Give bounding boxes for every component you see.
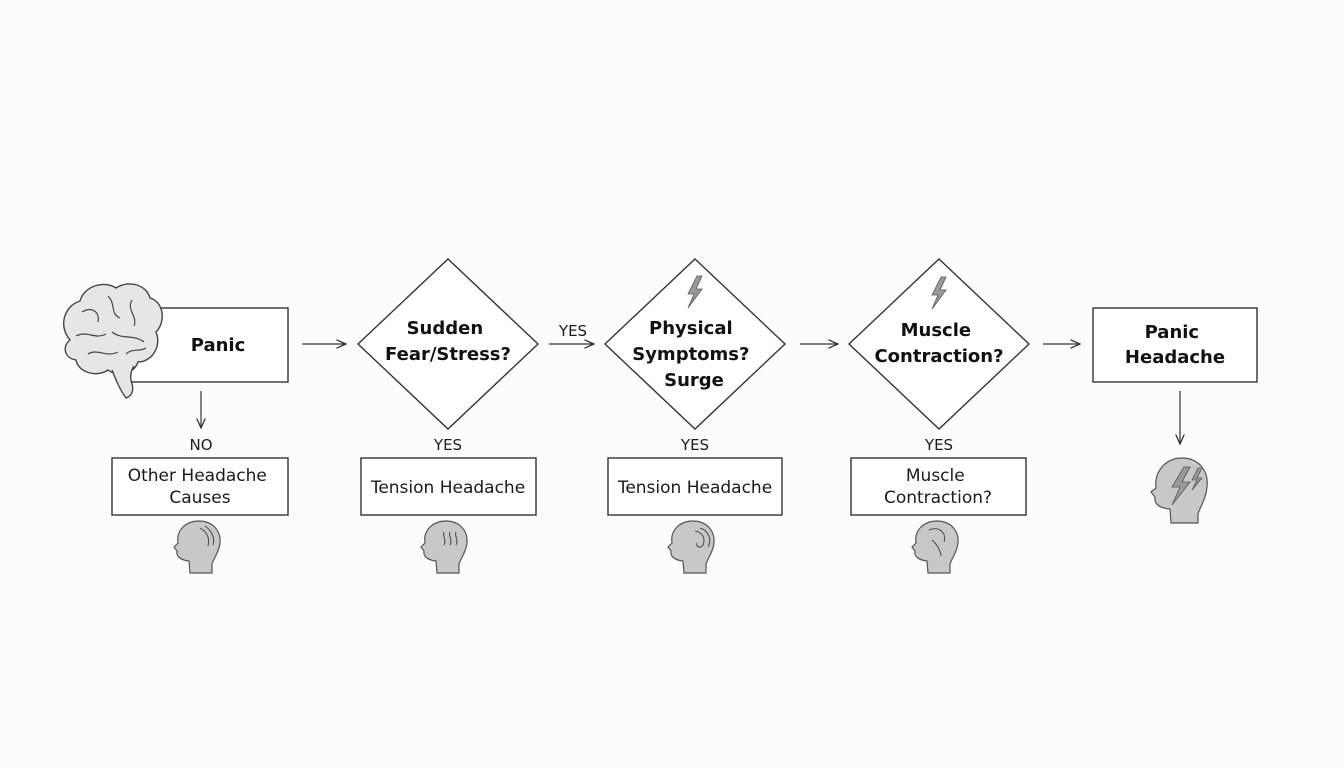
decision-muscle-contraction: [847, 258, 1031, 430]
head-icon: [911, 520, 959, 574]
outcome4-label: Muscle Contraction?: [884, 466, 992, 508]
end-label: Panic Headache: [1125, 322, 1225, 368]
outcome3-label: Tension Headache: [617, 478, 772, 498]
head-icon: [420, 520, 468, 574]
edge-label-yes: YES: [680, 436, 709, 454]
start-label: Panic: [191, 335, 246, 356]
edge-label-yes: YES: [433, 436, 462, 454]
decision3-label: Muscle Contraction?: [874, 320, 1003, 367]
outcome-tension-headache: [607, 457, 783, 516]
outcome-other-headache-causes: [111, 457, 289, 516]
head-icon: [173, 520, 221, 574]
lightning-icon: [931, 276, 947, 310]
decision-sudden-fear: [356, 258, 540, 430]
outcome1-label: Other Headache Causes: [128, 466, 273, 508]
outcome-muscle-contraction: [850, 457, 1027, 516]
outcome-tension-headache: [360, 457, 537, 516]
end-node: [1092, 307, 1258, 383]
outcome2-label: Tension Headache: [370, 478, 525, 498]
edge-label-yes: YES: [924, 436, 953, 454]
head-lightning-icon: [1150, 457, 1208, 524]
decision2-label: Physical Symptoms? Surge: [632, 318, 756, 391]
decision-physical-symptoms: [603, 258, 787, 430]
head-icon: [667, 520, 715, 574]
lightning-icon: [687, 275, 703, 309]
edge-label-no: NO: [189, 436, 212, 454]
edge-label-yes: YES: [558, 322, 587, 340]
decision1-label: Sudden Fear/Stress?: [385, 318, 511, 365]
brain-icon: [62, 283, 163, 399]
